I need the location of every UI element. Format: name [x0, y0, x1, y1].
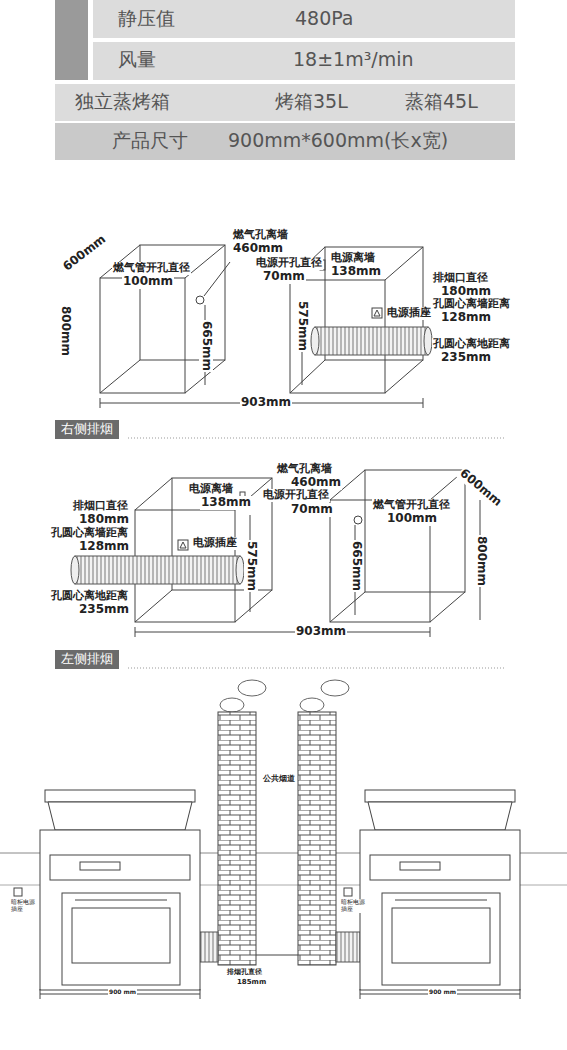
dimension-label: 电源插座	[192, 537, 238, 550]
dimension-label: 孔圆心离地距离	[432, 338, 511, 351]
dimension-label: 燃气孔离墙	[276, 463, 333, 476]
dimension-label: 128mm	[440, 311, 492, 325]
dimension-label: 100mm	[122, 275, 174, 289]
dimension-label: 600mm	[60, 232, 110, 275]
dimension-label: 180mm	[78, 513, 130, 527]
dimension-label: 903mm	[240, 396, 292, 410]
dimension-label: 孔圆心离墙距离	[432, 298, 511, 311]
dimension-label: 665mm	[349, 540, 363, 592]
dimension-label: 903mm	[295, 625, 347, 639]
dimension-label: 孔圆心离墙距离	[50, 527, 129, 540]
table-cell: 风量	[118, 49, 156, 71]
section-tag: 右侧排烟	[55, 420, 119, 439]
dimension-label: 800mm	[474, 535, 488, 587]
dimension-label: 燃气孔离墙	[232, 229, 289, 242]
dimension-label: 138mm	[200, 496, 252, 510]
dimension-label: 128mm	[78, 540, 130, 554]
dimension-label: 460mm	[232, 242, 284, 256]
dimension-label: 公共烟道	[262, 774, 296, 783]
dimension-label: 燃气管开孔直径	[112, 262, 191, 275]
dimension-label: 100mm	[386, 512, 438, 526]
dimension-label: 235mm	[440, 351, 492, 365]
dimension-label: 185mm	[236, 978, 267, 986]
table-cell: 480Pa	[295, 8, 354, 30]
dimension-label: 暗柜电源插座	[340, 899, 368, 913]
table-cell: 烤箱35L	[275, 91, 348, 113]
dimension-label: 460mm	[290, 476, 342, 490]
table-cell: 静压值	[118, 8, 175, 30]
dimension-label: 暗柜电源插座	[10, 899, 38, 913]
dimension-label: 800mm	[58, 305, 72, 357]
dimension-label: 孔圆心离地距离	[50, 590, 129, 603]
dimension-label: 70mm	[290, 503, 334, 517]
dimension-label: 电源离墙	[330, 252, 376, 265]
dimension-label: 900 mm	[108, 989, 137, 996]
table-cell: 产品尺寸	[112, 130, 188, 152]
dimension-label: 575mm	[295, 300, 309, 352]
table-cell: 独立蒸烤箱	[75, 91, 170, 113]
dimension-label: 电源离墙	[188, 483, 234, 496]
dimension-label: 665mm	[199, 320, 213, 372]
dimension-label: 排烟口直径	[432, 272, 489, 285]
dimension-label: 电源开孔直径	[262, 489, 330, 502]
dimension-label: 燃气管开孔直径	[372, 499, 451, 512]
dimension-label: 235mm	[78, 603, 130, 617]
dimension-label: 900 mm	[428, 989, 457, 996]
table-cell: 18±1m³/min	[293, 49, 414, 71]
dimension-label: 600mm	[456, 466, 505, 510]
dimension-label: 138mm	[330, 265, 382, 279]
table-cell: 蒸箱45L	[405, 91, 478, 113]
dimension-label: 575mm	[244, 540, 258, 592]
dimension-label: 电源插座	[386, 307, 432, 320]
section-tag: 左侧排烟	[55, 650, 119, 669]
dimension-label: 排烟孔直径	[226, 968, 263, 976]
section-title: 右侧排烟	[61, 422, 113, 437]
dimension-label: 70mm	[262, 270, 306, 284]
table-cell: 900mm*600mm(长x宽)	[228, 130, 448, 152]
dimension-label: 180mm	[440, 285, 492, 299]
dimension-label: 电源开孔直径	[255, 257, 323, 270]
section-title: 左侧排烟	[61, 652, 113, 667]
dimension-label: 排烟口直径	[72, 500, 129, 513]
